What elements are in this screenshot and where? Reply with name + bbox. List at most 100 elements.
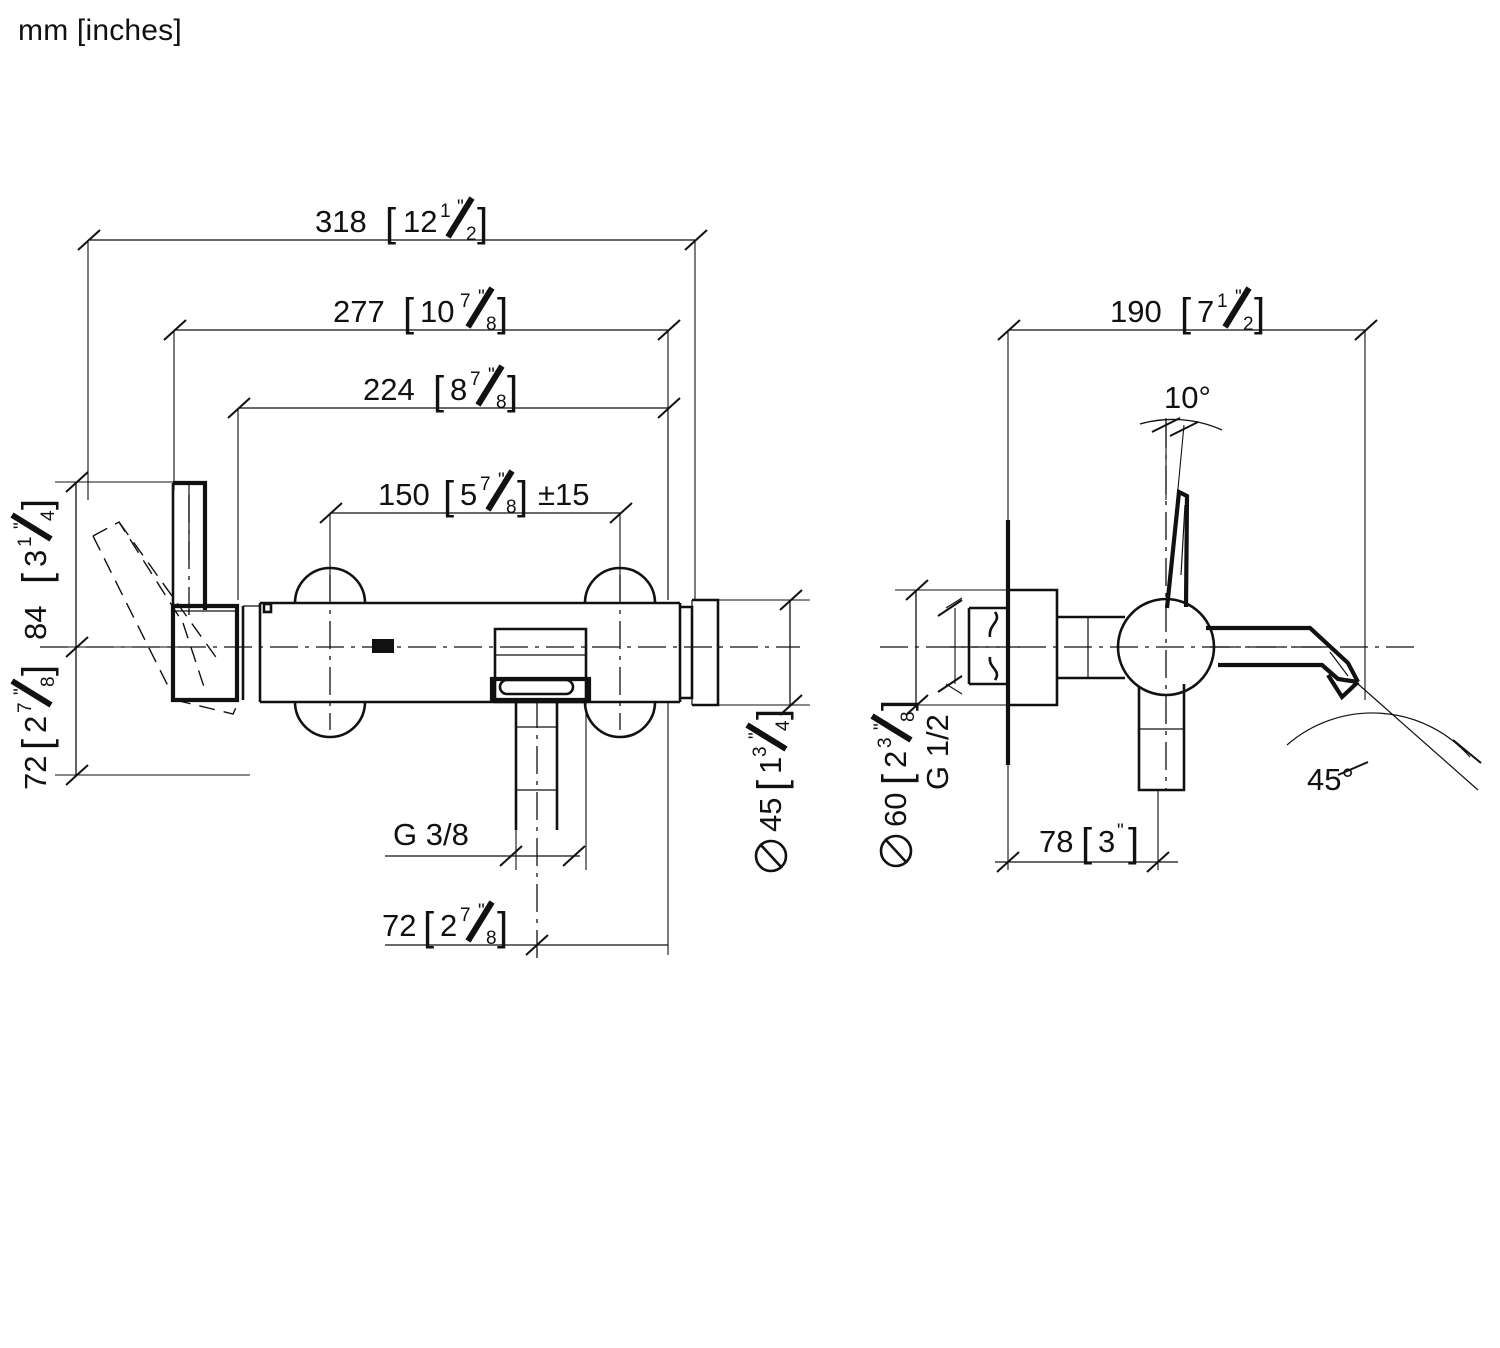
side-view-group bbox=[880, 420, 1482, 792]
dim-label-190: 190 [ 7 1 2 " ] bbox=[1110, 286, 1265, 335]
leader-45deg bbox=[1357, 683, 1479, 791]
dim-label-318: 318 [ 12 1 2 " ] bbox=[315, 196, 488, 245]
dim-label-224: 224 [ 8 7 8 " ] bbox=[363, 364, 518, 413]
svg-text:]: ] bbox=[517, 474, 528, 518]
svg-text:1: 1 bbox=[440, 201, 451, 222]
svg-text:[: [ bbox=[15, 573, 59, 584]
svg-text:10: 10 bbox=[420, 294, 454, 329]
svg-text:[: [ bbox=[1180, 291, 1191, 335]
svg-text:5: 5 bbox=[460, 477, 477, 512]
svg-text:": " bbox=[478, 287, 485, 308]
angle-label-10deg: 10° bbox=[1164, 380, 1211, 415]
svg-text:8: 8 bbox=[496, 392, 507, 413]
svg-text:8: 8 bbox=[38, 676, 59, 687]
svg-text:4: 4 bbox=[38, 510, 59, 521]
svg-text:[: [ bbox=[423, 905, 434, 949]
svg-text:190: 190 bbox=[1110, 294, 1162, 329]
front-mounting-block bbox=[170, 603, 240, 703]
svg-text:[: [ bbox=[403, 291, 414, 335]
front-lever-upright bbox=[171, 480, 208, 620]
svg-text:7: 7 bbox=[1197, 294, 1214, 329]
svg-text:45: 45 bbox=[753, 798, 788, 832]
svg-text:": " bbox=[457, 197, 464, 218]
svg-text:7: 7 bbox=[15, 702, 36, 713]
svg-text:]: ] bbox=[15, 499, 59, 510]
svg-text:8: 8 bbox=[486, 314, 497, 335]
svg-text:7: 7 bbox=[460, 905, 471, 926]
svg-text:": " bbox=[871, 723, 892, 730]
svg-text:]: ] bbox=[15, 665, 59, 676]
svg-text:": " bbox=[498, 470, 505, 491]
svg-text:]: ] bbox=[1128, 821, 1139, 865]
front-indicator-mark bbox=[372, 639, 394, 653]
svg-text:7: 7 bbox=[470, 369, 481, 390]
svg-text:7: 7 bbox=[480, 474, 491, 495]
svg-text:7: 7 bbox=[460, 291, 471, 312]
svg-text:[: [ bbox=[15, 739, 59, 750]
svg-text:2: 2 bbox=[18, 716, 53, 733]
svg-text:150: 150 bbox=[378, 477, 430, 512]
ext-g12-top bbox=[945, 597, 963, 609]
front-handle-dashed bbox=[92, 521, 239, 715]
svg-text:]: ] bbox=[497, 905, 508, 949]
svg-text:[: [ bbox=[875, 774, 919, 785]
svg-text:[: [ bbox=[433, 369, 444, 413]
svg-text:78: 78 bbox=[1039, 824, 1073, 859]
svg-text:±15: ±15 bbox=[538, 477, 590, 512]
svg-text:": " bbox=[1117, 821, 1124, 842]
svg-text:": " bbox=[1235, 287, 1242, 308]
front-end-cap bbox=[680, 598, 720, 707]
svg-text:]: ] bbox=[507, 369, 518, 413]
side-outlet-spigot bbox=[1137, 684, 1186, 792]
label-thread-g38: G 3/8 bbox=[393, 817, 469, 852]
dim-label-72-vertical: 72 [ 2 7 8 " ] bbox=[10, 665, 59, 790]
svg-text:]: ] bbox=[1254, 291, 1265, 335]
ext-10deg-tilted bbox=[1175, 424, 1185, 511]
arc-45deg bbox=[1286, 712, 1471, 758]
svg-text:[: [ bbox=[1081, 821, 1092, 865]
svg-text:": " bbox=[11, 522, 32, 529]
side-dimension-lines bbox=[895, 319, 1378, 873]
front-body-cylinder bbox=[260, 601, 682, 704]
side-spout bbox=[1206, 625, 1360, 701]
svg-text:1: 1 bbox=[1217, 291, 1228, 312]
svg-text:277: 277 bbox=[333, 294, 385, 329]
dim-label-277: 277 [ 10 7 8 " ] bbox=[333, 286, 508, 335]
svg-text:72: 72 bbox=[18, 756, 53, 790]
svg-text:1: 1 bbox=[753, 757, 788, 774]
svg-text:8: 8 bbox=[898, 711, 919, 722]
svg-text:]: ] bbox=[750, 709, 794, 720]
svg-text:]: ] bbox=[497, 291, 508, 335]
dim-label-78: 78 [ 3 " ] bbox=[1039, 821, 1139, 865]
svg-text:[: [ bbox=[385, 201, 396, 245]
units-note: mm [inches] bbox=[18, 14, 182, 47]
dim-label-diam60: 60 [ 2 3 8 " ] bbox=[870, 700, 919, 868]
svg-text:3: 3 bbox=[875, 737, 896, 748]
svg-text:72: 72 bbox=[382, 908, 416, 943]
svg-text:]: ] bbox=[477, 201, 488, 245]
dim-label-72-horizontal: 72 [ 2 7 8 " ] bbox=[382, 900, 508, 949]
side-inlet-connector bbox=[950, 606, 1020, 686]
svg-text:2: 2 bbox=[878, 751, 913, 768]
front-dimension-labels: 318 [ 12 1 2 " ] 277 [ 10 7 8 " ] bbox=[10, 196, 794, 949]
svg-text:4: 4 bbox=[773, 720, 794, 731]
svg-text:2: 2 bbox=[440, 908, 457, 943]
svg-text:3: 3 bbox=[750, 746, 771, 757]
svg-text:60: 60 bbox=[878, 793, 913, 827]
svg-text:8: 8 bbox=[506, 497, 517, 518]
svg-text:318: 318 bbox=[315, 204, 367, 239]
svg-text:[: [ bbox=[750, 780, 794, 791]
svg-text:8: 8 bbox=[450, 372, 467, 407]
svg-text:": " bbox=[478, 901, 485, 922]
dim-label-diam45: 45 [ 1 3 4 " ] bbox=[745, 709, 794, 873]
label-thread-g12: G 1/2 bbox=[920, 714, 955, 790]
svg-text:12: 12 bbox=[403, 204, 437, 239]
side-swivel-arc bbox=[1286, 683, 1482, 791]
dim-label-84: 84 [ 3 1 4 " ] bbox=[10, 499, 59, 640]
side-body-neck bbox=[1057, 615, 1125, 680]
diameter-symbol-circle-60 bbox=[879, 834, 913, 868]
side-dimension-labels: 190 [ 7 1 2 " ] 10° 60 [ 2 3 8 " bbox=[870, 286, 1354, 868]
svg-text:]: ] bbox=[875, 700, 919, 711]
